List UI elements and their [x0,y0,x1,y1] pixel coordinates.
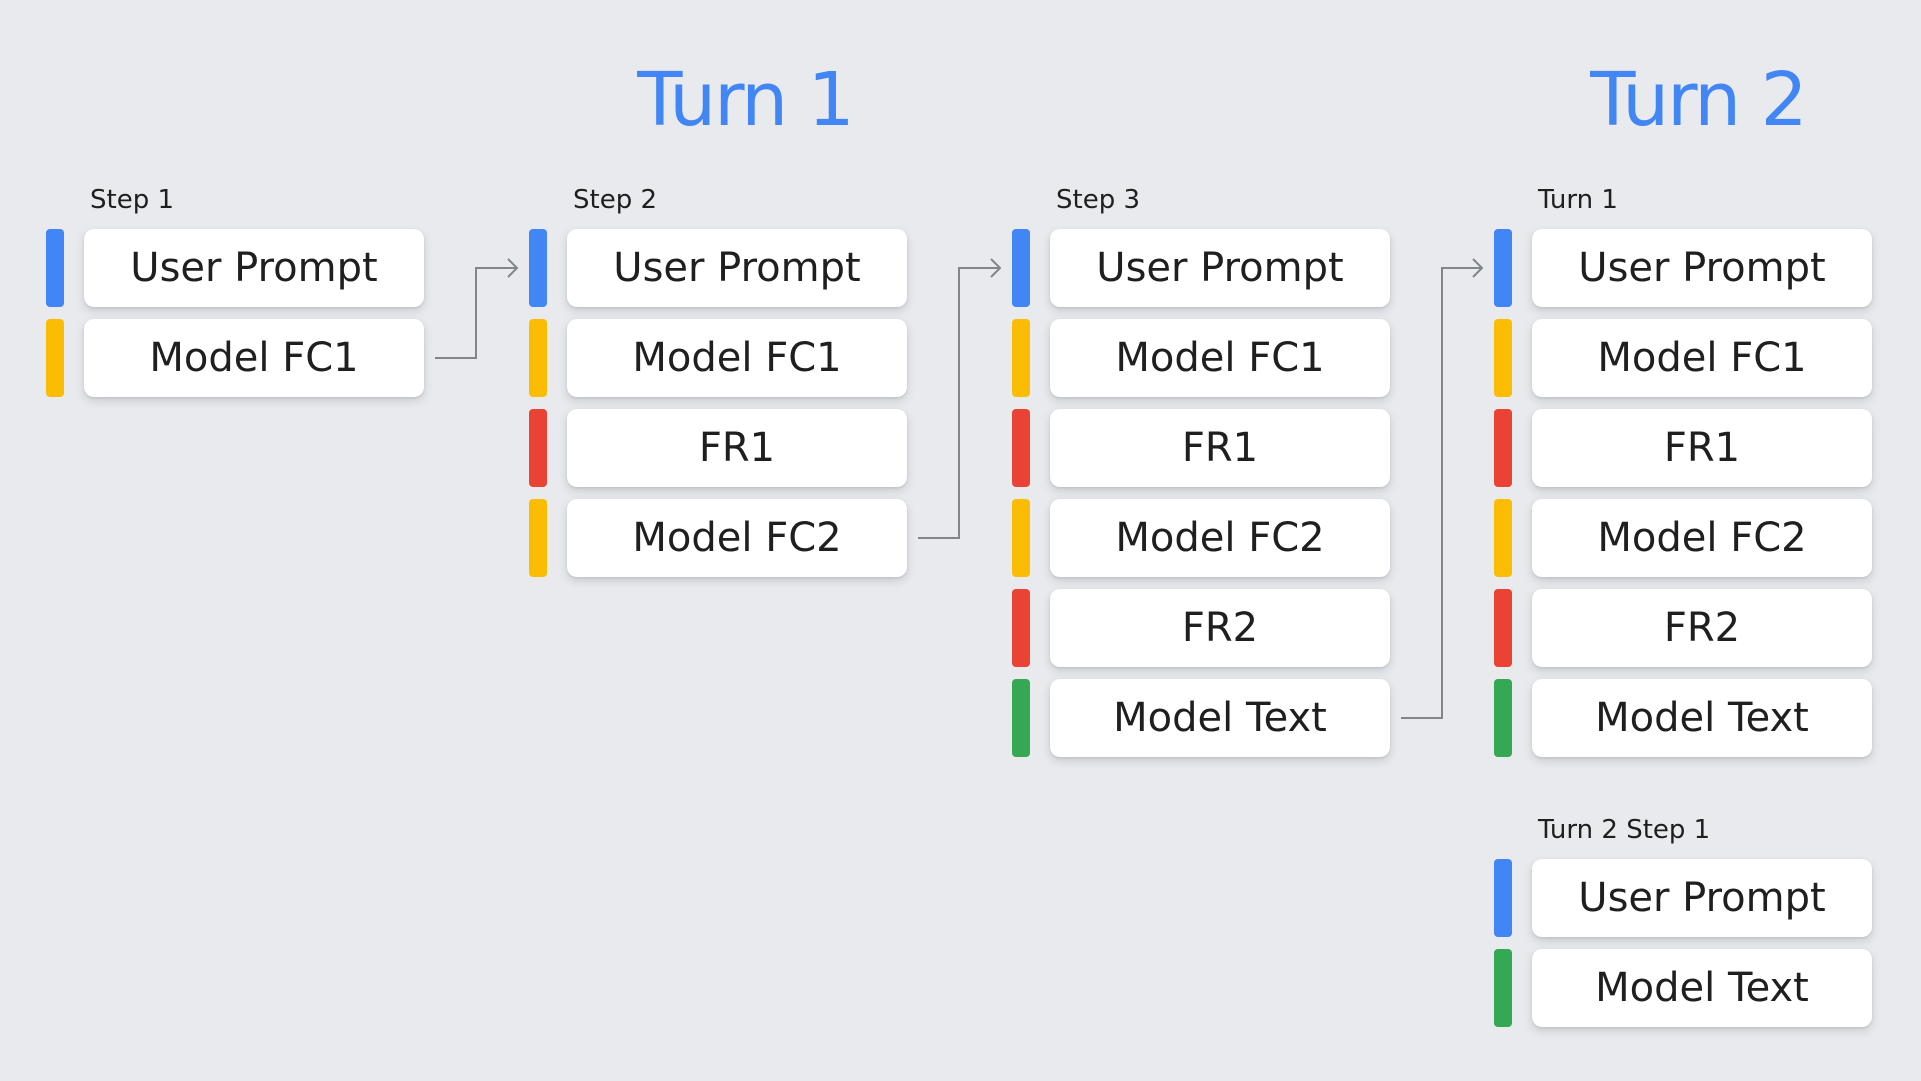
arrow-head-icon [507,258,519,278]
role-color-bar [1494,589,1512,667]
role-color-bar [1494,319,1512,397]
role-color-bar [1012,409,1030,487]
role-color-bar [1494,499,1512,577]
turn-2-heading: Turn 2 [1590,57,1808,143]
column-label: Step 2 [573,185,658,215]
message-card: User Prompt [1532,229,1872,307]
message-card: Model Text [1050,679,1390,757]
role-color-bar [1494,409,1512,487]
message-card: Model FC1 [1532,319,1872,397]
role-color-bar [529,499,547,577]
arrow-head-icon [990,258,1002,278]
message-card: Model FC2 [1532,499,1872,577]
role-color-bar [1494,229,1512,307]
role-color-bar [1494,949,1512,1027]
message-card: FR1 [1050,409,1390,487]
role-color-bar [1012,499,1030,577]
message-card: User Prompt [1532,859,1872,937]
column-label: Step 1 [90,185,175,215]
role-color-bar [1012,229,1030,307]
column-label: Turn 2 Step 1 [1538,815,1711,845]
role-color-bar [1012,319,1030,397]
turn-1-heading: Turn 1 [637,57,855,143]
arrow-head-icon [1472,258,1484,278]
role-color-bar [46,319,64,397]
role-color-bar [529,319,547,397]
message-card: Model FC2 [1050,499,1390,577]
role-color-bar [1012,589,1030,667]
role-color-bar [1494,859,1512,937]
role-color-bar [1494,679,1512,757]
message-card: Model FC2 [567,499,907,577]
message-card: Model Text [1532,679,1872,757]
message-card: Model FC1 [1050,319,1390,397]
role-color-bar [529,409,547,487]
message-card: User Prompt [1050,229,1390,307]
column-label: Turn 1 [1538,185,1618,215]
message-card: FR2 [1050,589,1390,667]
role-color-bar [529,229,547,307]
role-color-bar [46,229,64,307]
message-card: Model FC1 [567,319,907,397]
message-card: Model Text [1532,949,1872,1027]
role-color-bar [1012,679,1030,757]
column-label: Step 3 [1056,185,1141,215]
message-card: FR1 [567,409,907,487]
connector-line [1401,267,1482,719]
message-card: Model FC1 [84,319,424,397]
message-card: FR2 [1532,589,1872,667]
message-card: User Prompt [84,229,424,307]
connector-line [918,267,1000,539]
message-card: User Prompt [567,229,907,307]
message-card: FR1 [1532,409,1872,487]
connector-line [435,267,517,359]
